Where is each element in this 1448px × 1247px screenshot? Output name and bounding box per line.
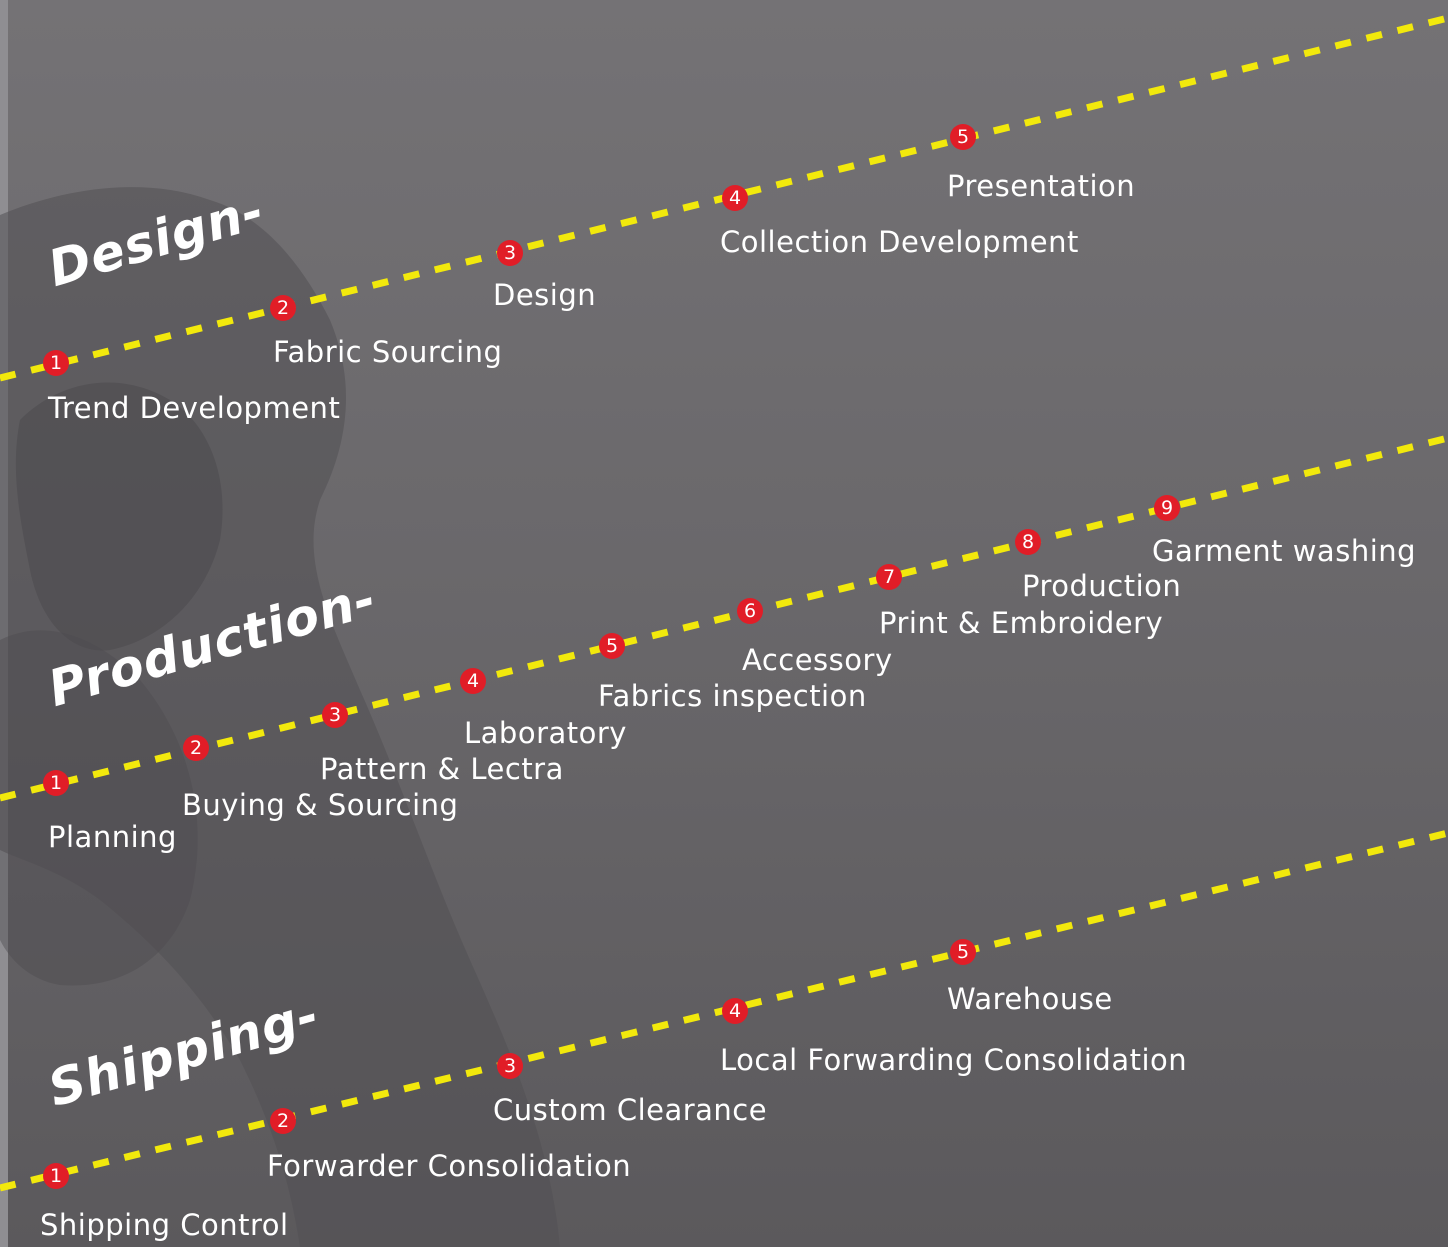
shipping-step-badge: 2 xyxy=(270,1108,296,1134)
production-step-badge: 6 xyxy=(737,598,763,624)
production-step-label: Print & Embroidery xyxy=(879,606,1164,640)
design-step-badge: 1 xyxy=(43,350,69,376)
shipping-step-label: Warehouse xyxy=(947,982,1113,1016)
production-step-label: Buying & Sourcing xyxy=(182,788,459,822)
production-step-label: Garment washing xyxy=(1152,534,1417,568)
production-step-badge: 9 xyxy=(1154,495,1180,521)
production-step-badge: 4 xyxy=(460,668,486,694)
production-step-label: Production xyxy=(1022,569,1182,603)
production-step-label: Laboratory xyxy=(464,716,627,750)
design-step-label: Collection Development xyxy=(720,225,1079,259)
production-dashed-line xyxy=(0,434,1448,802)
design-step-badge: 2 xyxy=(270,295,296,321)
production-step-label: Planning xyxy=(48,820,177,854)
design-step-label: Design xyxy=(493,278,597,312)
shipping-step-badge: 3 xyxy=(497,1053,523,1079)
design-step-label: Fabric Sourcing xyxy=(273,335,503,369)
production-step-label: Fabrics inspection xyxy=(598,679,867,713)
shipping-step-badge: 1 xyxy=(43,1163,69,1189)
shipping-step-label: Shipping Control xyxy=(40,1208,289,1242)
production-step-badge: 8 xyxy=(1015,529,1041,555)
shipping-step-badge: 5 xyxy=(950,939,976,965)
shipping-step-label: Custom Clearance xyxy=(493,1093,768,1127)
production-step-label: Accessory xyxy=(742,643,893,677)
production-step-badge: 2 xyxy=(183,735,209,761)
design-step-label: Presentation xyxy=(947,169,1136,203)
design-step-badge: 3 xyxy=(497,240,523,266)
design-step-badge: 5 xyxy=(950,124,976,150)
design-step-badge: 4 xyxy=(722,185,748,211)
shipping-step-label: Forwarder Consolidation xyxy=(267,1149,632,1183)
production-step-badge: 3 xyxy=(322,702,348,728)
production-step-badge: 5 xyxy=(599,633,625,659)
design-step-label: Trend Development xyxy=(48,391,341,425)
shipping-step-badge: 4 xyxy=(722,998,748,1024)
production-step-label: Pattern & Lectra xyxy=(320,752,564,786)
production-step-badge: 1 xyxy=(43,770,69,796)
production-step-badge: 7 xyxy=(876,564,902,590)
shipping-step-label: Local Forwarding Consolidation xyxy=(720,1043,1188,1077)
